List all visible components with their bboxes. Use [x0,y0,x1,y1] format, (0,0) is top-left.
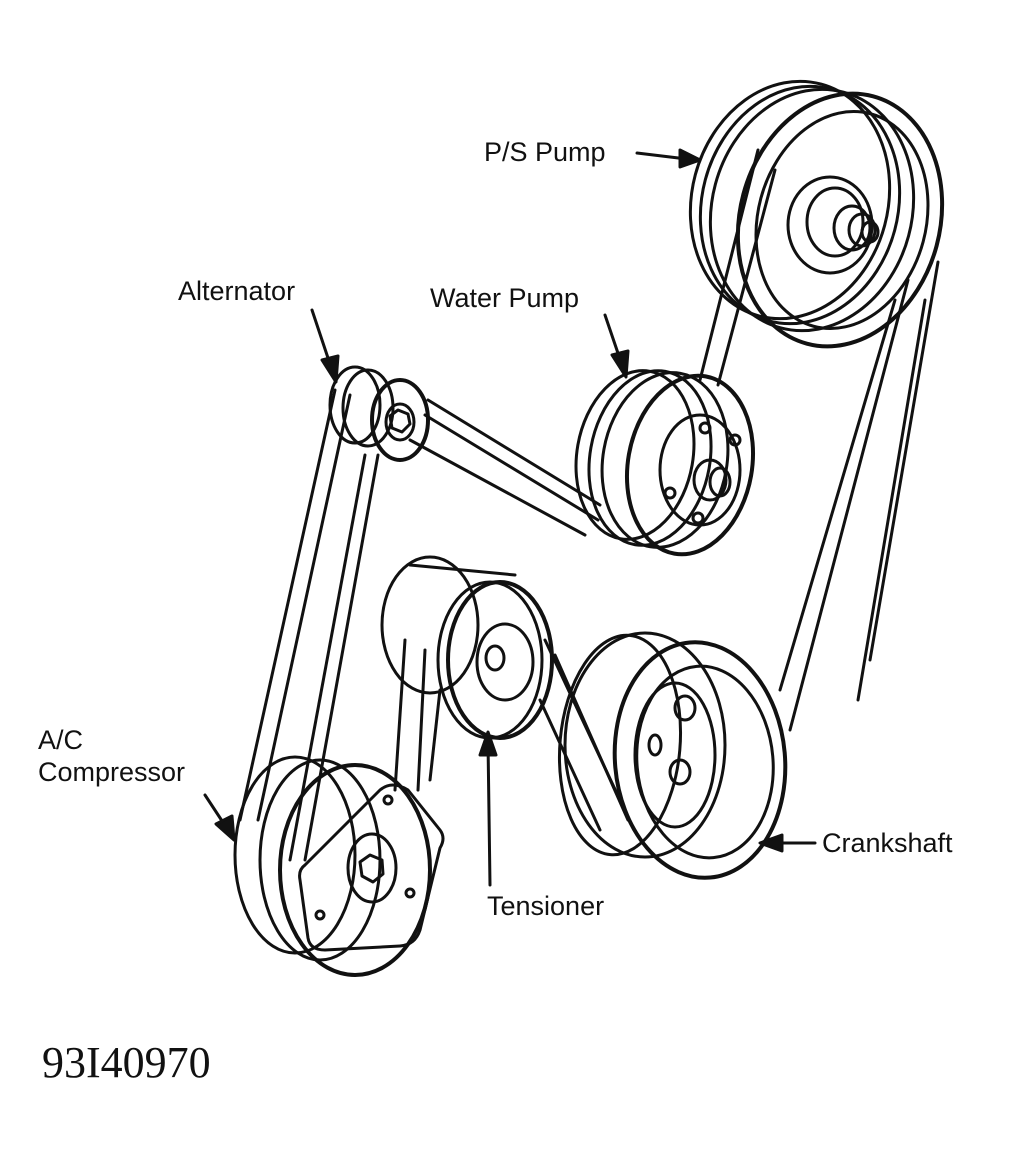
label-crankshaft: Crankshaft [822,828,953,858]
leader-lines [203,148,817,887]
water-pump-pulley [574,369,756,557]
alternator-pulley [328,365,430,462]
label-ps-pump: P/S Pump [484,137,606,167]
figure-number: 93I40970 [42,1038,211,1087]
ps-pump-pulley [688,79,945,349]
idler-pulley [380,555,517,695]
ac-compressor-pulley [233,755,445,977]
tensioner-pulley [436,580,554,740]
label-water-pump: Water Pump [430,283,580,313]
label-ac-line1: A/C [38,725,84,755]
crankshaft-pulley [557,631,788,880]
label-ac-line2: Compressor [38,757,186,787]
label-tensioner: Tensioner [487,891,605,921]
label-alternator: Alternator [178,276,296,306]
serpentine-belt [238,148,940,862]
